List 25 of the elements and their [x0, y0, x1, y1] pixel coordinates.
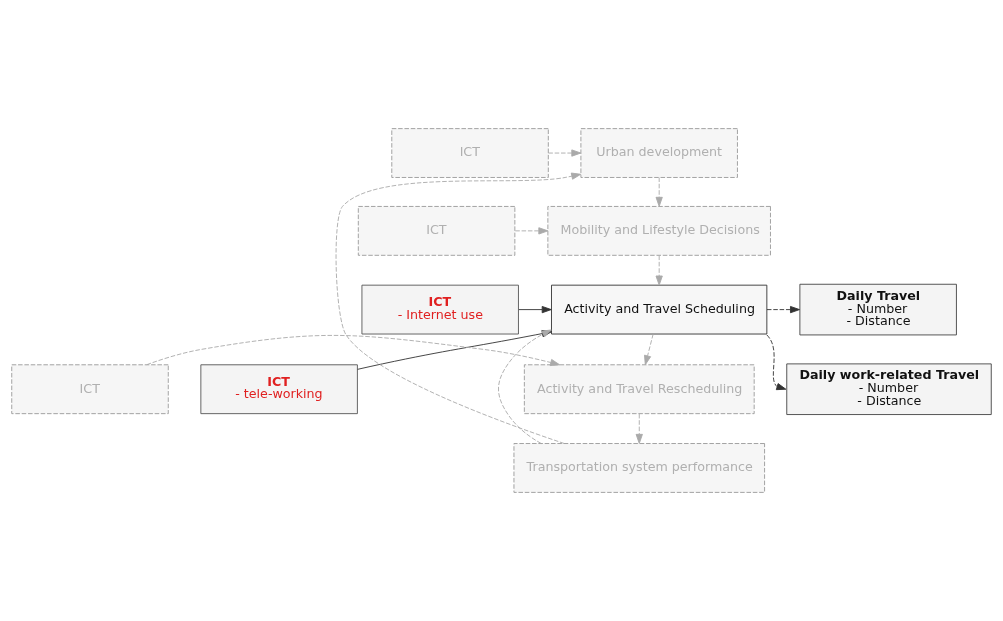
arrow — [644, 333, 654, 366]
arrow — [498, 329, 552, 444]
node-box: Daily Travel - Number - Distance — [799, 283, 957, 336]
arrow — [146, 335, 561, 367]
arrow — [514, 227, 549, 235]
node-box: Transportation system performance — [513, 443, 766, 493]
arrow — [357, 329, 552, 370]
node-box: ICT - tele-working — [200, 364, 358, 415]
node-box: ICT — [391, 128, 549, 178]
arrow — [655, 255, 663, 286]
arrow — [335, 172, 582, 444]
node-box: Activity and Travel Rescheduling — [523, 364, 755, 415]
node-box: ICT — [11, 364, 169, 415]
arrow — [635, 413, 643, 444]
node-box: ICT — [357, 206, 516, 256]
node-box: Activity and Travel Scheduling — [551, 284, 768, 335]
node-box: Daily work-related Travel - Number - Distance — [786, 363, 992, 415]
arrow — [766, 306, 800, 314]
node-box: ICT - Internet use — [361, 284, 519, 335]
arrow — [766, 334, 787, 391]
arrow — [518, 306, 552, 314]
arrow — [655, 177, 663, 207]
node-box: Urban development — [580, 128, 738, 178]
arrow — [547, 149, 582, 157]
node-box: Mobility and Lifestyle Decisions — [547, 206, 771, 256]
